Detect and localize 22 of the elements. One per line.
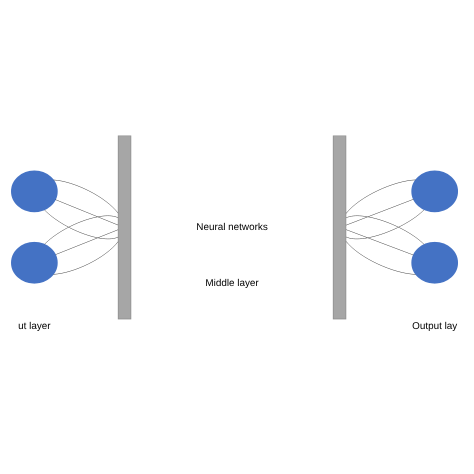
label: Middle layer (205, 277, 259, 288)
node-circle (11, 241, 58, 284)
connector (55, 228, 118, 254)
node-bar (332, 134, 346, 319)
connector (346, 179, 416, 214)
connector (346, 209, 424, 239)
connector (44, 215, 118, 244)
node-circle (11, 170, 58, 212)
label: Output lay (412, 320, 458, 332)
connector (53, 179, 118, 213)
connector (346, 240, 416, 274)
connector (53, 240, 118, 274)
node-bar (118, 134, 132, 319)
label: ut layer (18, 320, 51, 332)
label: Neural networks (196, 222, 268, 233)
node-circle (411, 170, 458, 212)
connector (44, 209, 118, 239)
connector (346, 215, 424, 244)
connector (346, 198, 414, 225)
connector (346, 228, 414, 255)
node-circle (411, 241, 458, 284)
connector (55, 198, 118, 225)
